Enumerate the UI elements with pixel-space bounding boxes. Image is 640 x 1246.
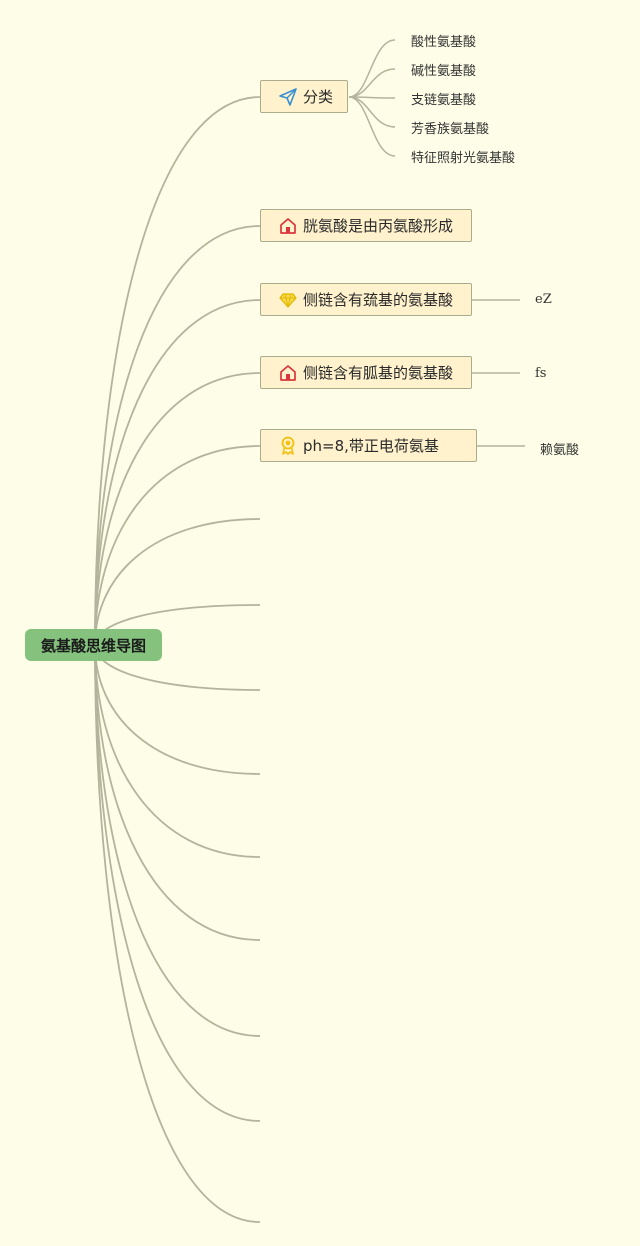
root-label: 氨基酸思维导图 [40, 636, 146, 655]
branch-line [94, 644, 261, 941]
branch-line [94, 372, 261, 646]
subtopic-line [348, 68, 396, 98]
topic-label: 胱氨酸是由丙氨酸形成 [303, 217, 454, 235]
diamond-icon [279, 292, 297, 308]
branch-line [94, 644, 261, 1223]
home-icon [280, 217, 296, 234]
topic-cystine-origin[interactable]: 胱氨酸是由丙氨酸形成 [260, 209, 472, 242]
subtopic-basic[interactable]: 碱性氨基酸 [411, 64, 477, 79]
subtopic-line [348, 96, 396, 128]
branch-line [94, 644, 261, 858]
branch-line [94, 225, 261, 646]
branch-line [94, 299, 261, 646]
topic-label: 侧链含有巯基的氨基酸 [303, 291, 454, 309]
topic-label: ph=8,带正电荷氨基 [303, 437, 439, 455]
home-icon [280, 364, 296, 381]
paper-plane-icon [279, 87, 297, 106]
subtopic-light-irradiation[interactable]: 特征照射光氨基酸 [411, 151, 516, 166]
topic-classification[interactable]: 分类 [260, 80, 348, 113]
topic-sulfhydryl-side-chain[interactable]: 侧链含有巯基的氨基酸 [260, 283, 472, 316]
branch-line [94, 644, 261, 775]
subtopic-line [348, 96, 396, 157]
subtopic-line [348, 39, 396, 98]
branch-line [94, 445, 261, 646]
award-ribbon-icon [281, 436, 295, 455]
branch-line [94, 644, 261, 1122]
root-node[interactable]: 氨基酸思维导图 [25, 629, 162, 661]
topic-label: 分类 [303, 88, 334, 106]
branch-line [94, 96, 261, 646]
note-lysine[interactable]: 赖氨酸 [540, 443, 580, 458]
topic-positive-charge-ph8[interactable]: ph=8,带正电荷氨基 [260, 429, 477, 462]
subtopic-aromatic[interactable]: 芳香族氨基酸 [411, 122, 490, 137]
note-ez[interactable]: eZ [535, 292, 552, 307]
branch-line [94, 644, 261, 1037]
note-fs[interactable]: fs [535, 366, 547, 381]
subtopic-acidic[interactable]: 酸性氨基酸 [411, 35, 477, 50]
topic-guanidino-side-chain[interactable]: 侧链含有胍基的氨基酸 [260, 356, 472, 389]
subtopic-branched-chain[interactable]: 支链氨基酸 [411, 93, 477, 108]
branch-line [94, 518, 261, 646]
topic-label: 侧链含有胍基的氨基酸 [303, 364, 454, 382]
